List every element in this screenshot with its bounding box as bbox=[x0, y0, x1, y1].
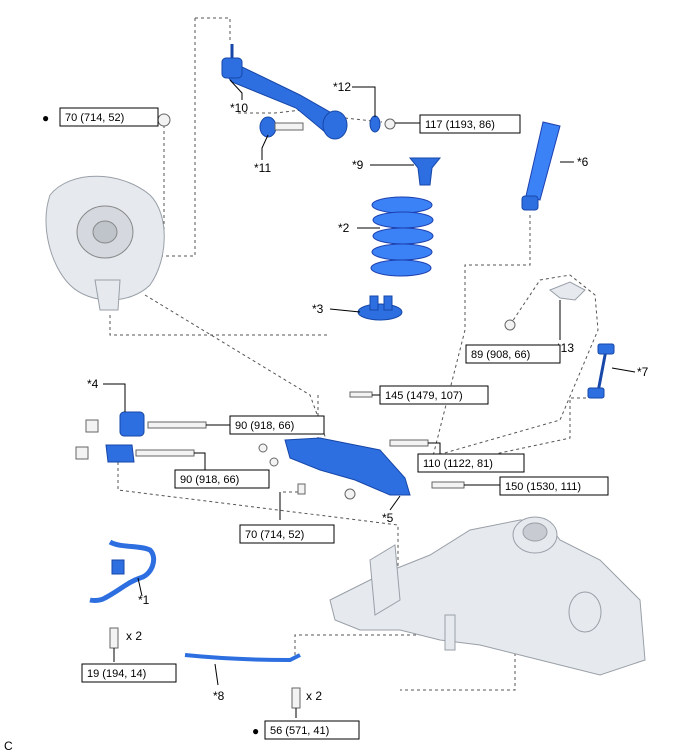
torque-boxes: 70 (714, 52) 117 (1193, 86) 89 (908, 66)… bbox=[59, 107, 609, 740]
rear-subframe-image bbox=[329, 516, 646, 676]
torque-box-8: 150 (1530, 111) bbox=[499, 476, 609, 496]
svg-text:89 (908, 66): 89 (908, 66) bbox=[471, 349, 530, 361]
svg-text:70 (714, 52): 70 (714, 52) bbox=[65, 112, 124, 124]
brace-part bbox=[184, 653, 301, 663]
shock-absorber-part bbox=[521, 121, 561, 211]
label-p11: *11 bbox=[254, 161, 271, 175]
label-p3: *3 bbox=[312, 302, 324, 316]
label-p7: *7 bbox=[637, 365, 649, 379]
svg-text:90 (918, 66): 90 (918, 66) bbox=[180, 474, 239, 486]
part-labels: *10 *11 *12 *9 *2 *3 *6 *13 *7 *4 *5 *1 … bbox=[4, 80, 649, 753]
steering-knuckle-image bbox=[45, 175, 165, 311]
marker-dot-1: ● bbox=[42, 111, 49, 125]
solid-leader-lines bbox=[103, 79, 636, 718]
svg-text:70 (714, 52): 70 (714, 52) bbox=[245, 529, 304, 541]
stabilizer-bolt bbox=[109, 627, 119, 649]
label-p12: *12 bbox=[333, 80, 351, 94]
stabilizer-bar-part bbox=[89, 539, 157, 603]
brace-bolt bbox=[291, 687, 301, 709]
torque-box-4: 145 (1479, 107) bbox=[379, 385, 489, 405]
eccentric-cam-bolt bbox=[259, 116, 304, 138]
bushing-part bbox=[75, 411, 207, 463]
lower-arm-part bbox=[258, 391, 465, 500]
label-p9: *9 bbox=[352, 158, 364, 172]
torque-box-7: 110 (1122, 81) bbox=[417, 453, 525, 473]
torque-box-2: 117 (1193, 86) bbox=[419, 114, 521, 134]
label-p13: *13 bbox=[556, 341, 574, 355]
torque-box-10: 19 (194, 14) bbox=[81, 663, 177, 683]
svg-text:145 (1479, 107): 145 (1479, 107) bbox=[385, 390, 463, 402]
label-p10: *10 bbox=[230, 101, 248, 115]
label-p4: *4 bbox=[87, 377, 99, 391]
svg-text:150 (1530, 111): 150 (1530, 111) bbox=[505, 481, 581, 493]
label-p5: *5 bbox=[382, 511, 394, 525]
torque-box-1: 70 (714, 52) bbox=[59, 107, 159, 127]
label-p1: *1 bbox=[138, 593, 150, 607]
label-p6: *6 bbox=[577, 155, 589, 169]
torque-box-9: 70 (714, 52) bbox=[239, 524, 335, 544]
torque-box-6: 90 (918, 66) bbox=[174, 469, 270, 489]
torque-box-3: 89 (908, 66) bbox=[465, 344, 561, 364]
quantity-1: x 2 bbox=[126, 629, 142, 643]
bracket-part bbox=[549, 281, 586, 301]
svg-text:56 (571, 41): 56 (571, 41) bbox=[270, 725, 329, 737]
marker-dot-2: ● bbox=[252, 724, 259, 738]
svg-text:117 (1193, 86): 117 (1193, 86) bbox=[425, 119, 495, 131]
cam-plate-and-nut bbox=[369, 115, 396, 133]
svg-text:19 (194, 14): 19 (194, 14) bbox=[87, 668, 146, 680]
upper-arm-part bbox=[221, 44, 348, 140]
svg-text:90 (918, 66): 90 (918, 66) bbox=[235, 420, 294, 432]
label-p2: *2 bbox=[338, 221, 350, 235]
label-p8: *8 bbox=[213, 689, 225, 703]
knuckle-nut bbox=[157, 113, 171, 127]
quantity-2: x 2 bbox=[306, 689, 322, 703]
svg-text:110 (1122, 81): 110 (1122, 81) bbox=[423, 458, 493, 470]
coil-spring-part bbox=[370, 196, 434, 277]
upper-spring-insulator bbox=[408, 157, 442, 186]
torque-box-11: 56 (571, 41) bbox=[264, 720, 360, 740]
lower-spring-insulator bbox=[357, 295, 403, 321]
corner-letter: C bbox=[4, 739, 13, 753]
torque-box-5: 90 (918, 66) bbox=[229, 415, 325, 435]
stabilizer-link-part bbox=[587, 343, 615, 399]
small-nut-89 bbox=[504, 319, 516, 331]
